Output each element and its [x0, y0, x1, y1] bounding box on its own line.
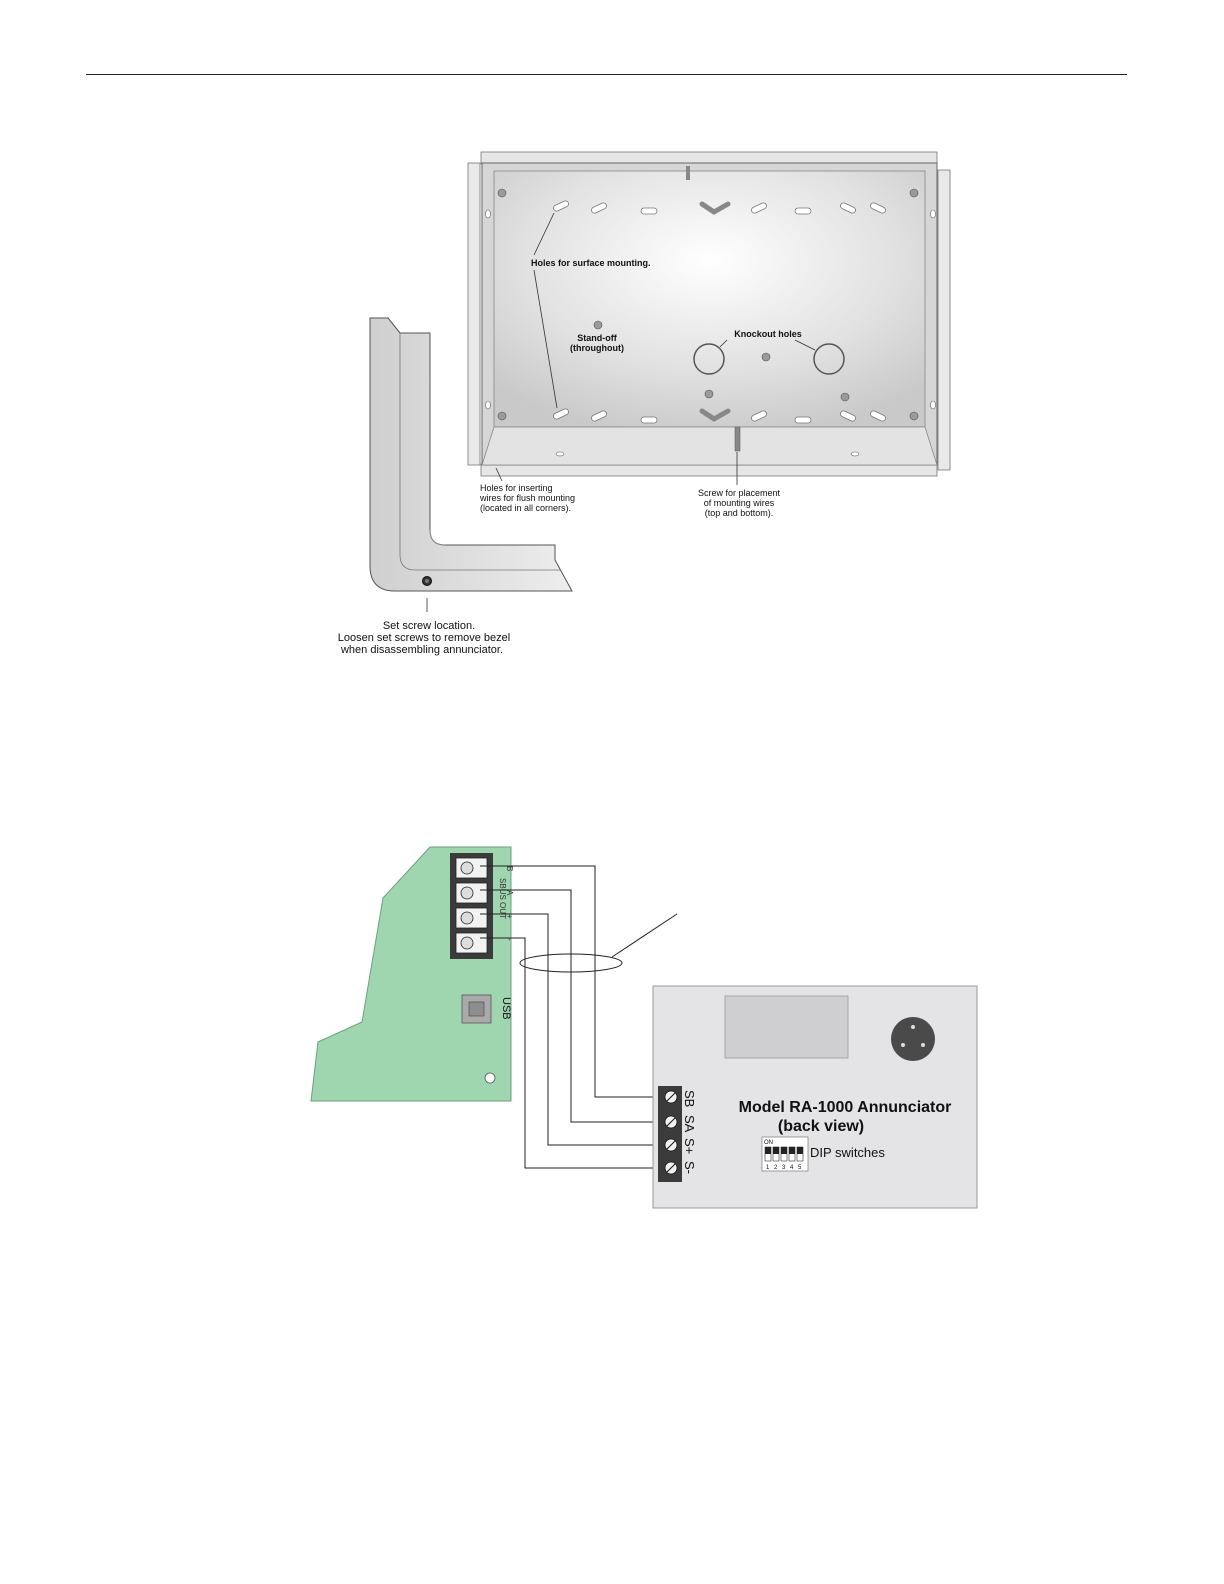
- board-terminal-b: B: [505, 866, 514, 871]
- dip-on-label: ON: [764, 1140, 773, 1146]
- label-standoff-1: Stand-off: [577, 333, 617, 343]
- dip-number-1: 1: [766, 1165, 770, 1171]
- dip-switches-label: DIP switches: [810, 1145, 885, 1160]
- board-terminals: [455, 857, 488, 954]
- annunciator-terminal-sb: SB: [682, 1090, 697, 1107]
- board-terminal-minus: -: [505, 938, 514, 941]
- label-surface-holes: Holes for surface mounting.: [531, 258, 651, 268]
- bottom-wire-screw-icon: [734, 426, 741, 452]
- board-terminal-a: A: [505, 890, 514, 896]
- backbox-figure: Holes for surface mounting. Stand-off (t…: [467, 151, 951, 518]
- label-screw-2: of mounting wires: [704, 498, 775, 508]
- annunciator-sounder-icon: [891, 1017, 935, 1061]
- label-standoff-2: (throughout): [570, 343, 624, 353]
- knockout-hole-left: [693, 343, 725, 375]
- dip-switch-icon: [761, 1136, 809, 1172]
- annunciator-terminal-screws: [664, 1090, 678, 1175]
- cable-bundle-marker: [519, 953, 623, 973]
- flange-holes: [485, 209, 936, 457]
- mounting-slots-top: [553, 200, 886, 215]
- cable-callout-line: [611, 913, 678, 958]
- board-mounting-hole: [484, 1072, 496, 1084]
- board-header-label: SBUS OUT: [498, 878, 507, 919]
- label-setscrew-2: Loosen set screws to remove bezel: [338, 632, 510, 644]
- wiring-figure: SBUS OUT B A + - USB: [310, 846, 978, 1209]
- standoff-icon: [593, 320, 603, 330]
- label-flush-2: wires for flush mounting: [479, 493, 575, 503]
- annunciator-title-1: Model RA-1000 Annunciator: [739, 1099, 952, 1116]
- bezel-corner-figure: Set screw location. Loosen set screws to…: [338, 317, 573, 656]
- annunciator-terminal-sminus: S-: [682, 1161, 697, 1174]
- right-flange: [937, 169, 951, 471]
- header-rule: [86, 74, 1127, 75]
- label-screw-1: Screw for placement: [698, 488, 781, 498]
- label-knockout: Knockout holes: [734, 329, 802, 339]
- dip-number-2: 2: [774, 1165, 778, 1171]
- wires: [480, 865, 668, 1169]
- backbox-floor: [481, 426, 938, 466]
- label-setscrew-1: Set screw location.: [383, 620, 475, 632]
- label-flush-3: (located in all corners).: [480, 503, 571, 513]
- annunciator-title-2: (back view): [778, 1118, 864, 1135]
- backbox-interior: [493, 170, 926, 428]
- dip-number-5: 5: [798, 1165, 802, 1171]
- leader-lines: [495, 212, 816, 485]
- annunciator-terminal-sa: SA: [682, 1115, 697, 1133]
- mounting-slots-bottom: [553, 408, 886, 424]
- dip-number-4: 4: [790, 1165, 794, 1171]
- board-terminal-plus: +: [505, 914, 514, 919]
- annunciator-display-window: [724, 995, 849, 1059]
- corner-screws: [497, 188, 919, 421]
- annunciator-terminal-splus: S+: [682, 1138, 697, 1154]
- top-flange: [480, 151, 938, 165]
- label-setscrew-3: when disassembling annunciator.: [340, 644, 503, 656]
- label-screw-3: (top and bottom).: [705, 508, 774, 518]
- knockout-hole-right: [813, 343, 845, 375]
- top-wire-screw-icon: [686, 166, 690, 180]
- dip-number-3: 3: [782, 1165, 786, 1171]
- left-flange: [467, 162, 481, 466]
- label-flush-1: Holes for inserting: [480, 483, 553, 493]
- bottom-flange: [480, 463, 938, 477]
- usb-label: USB: [500, 997, 512, 1020]
